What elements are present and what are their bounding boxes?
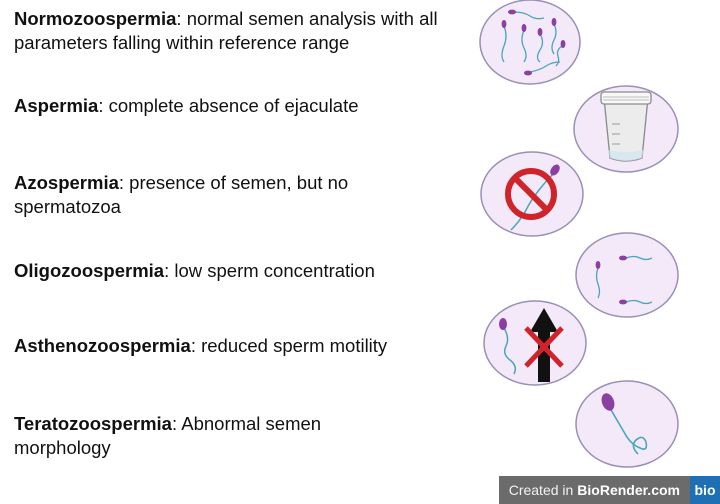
term-asthenozoospermia: Asthenozoospermia: reduced sperm motilit… <box>14 334 464 358</box>
teratozoospermia-dish-icon <box>575 380 679 468</box>
term-description: : presence of semen, but no spermatozoa <box>14 172 349 217</box>
term-description: : Abnormal semen morphology <box>14 413 322 458</box>
credit-brand: BioRender.com <box>577 482 680 498</box>
biorender-logo-icon: bio <box>690 476 720 504</box>
term-description: : complete absence of ejaculate <box>98 95 359 116</box>
term-description: : reduced sperm motility <box>190 335 388 356</box>
asthenozoospermia-dish-icon <box>483 300 587 386</box>
term-name: Aspermia <box>14 95 99 116</box>
term-normozoospermia: Normozoospermia: normal semen analysis w… <box>14 7 464 55</box>
term-description: : low sperm concentration <box>164 260 375 281</box>
term-description: : normal semen analysis with all paramet… <box>14 8 438 53</box>
term-teratozoospermia: Teratozoospermia: Abnormal semen morphol… <box>14 412 384 460</box>
term-name: Normozoospermia <box>14 8 177 29</box>
term-aspermia: Aspermia: complete absence of ejaculate <box>14 94 464 118</box>
credit-prefix: Created in <box>508 482 574 498</box>
oligozoospermia-dish-icon <box>575 232 679 318</box>
term-name: Oligozoospermia <box>14 260 165 281</box>
term-name: Teratozoospermia <box>14 413 172 434</box>
normozoospermia-dish-icon <box>479 0 581 85</box>
azospermia-dish-icon <box>480 151 584 237</box>
term-name: Asthenozoospermia <box>14 335 191 356</box>
term-name: Azospermia <box>14 172 119 193</box>
term-azospermia: Azospermia: presence of semen, but no sp… <box>14 171 394 219</box>
aspermia-dish-icon <box>573 85 679 173</box>
term-oligozoospermia: Oligozoospermia: low sperm concentration <box>14 259 464 283</box>
